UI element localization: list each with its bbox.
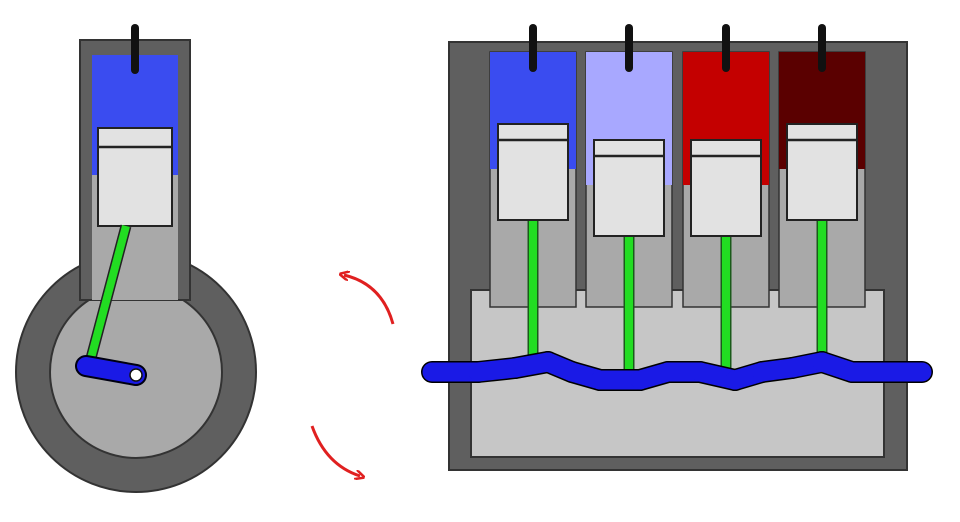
piston <box>593 139 665 237</box>
crank-arm <box>77 357 145 384</box>
piston <box>97 127 173 227</box>
cylinder-2 <box>585 24 673 380</box>
single-cylinder-side-view <box>15 24 257 493</box>
crank-pin <box>129 368 143 382</box>
rotation-arrow-lower <box>310 425 360 476</box>
cylinder-3 <box>682 24 770 380</box>
rotation-arrow-upper <box>344 275 395 325</box>
crankshaft <box>421 351 933 391</box>
piston <box>786 123 858 221</box>
connecting-rod-fill <box>86 224 130 364</box>
piston <box>497 123 569 221</box>
cylinder-4 <box>778 24 866 362</box>
piston <box>690 139 762 237</box>
cylinder-group <box>489 24 866 380</box>
cylinder-1 <box>489 24 577 362</box>
rotation-arrows <box>310 275 395 476</box>
inline-four-cylinder-front-view <box>421 24 933 471</box>
